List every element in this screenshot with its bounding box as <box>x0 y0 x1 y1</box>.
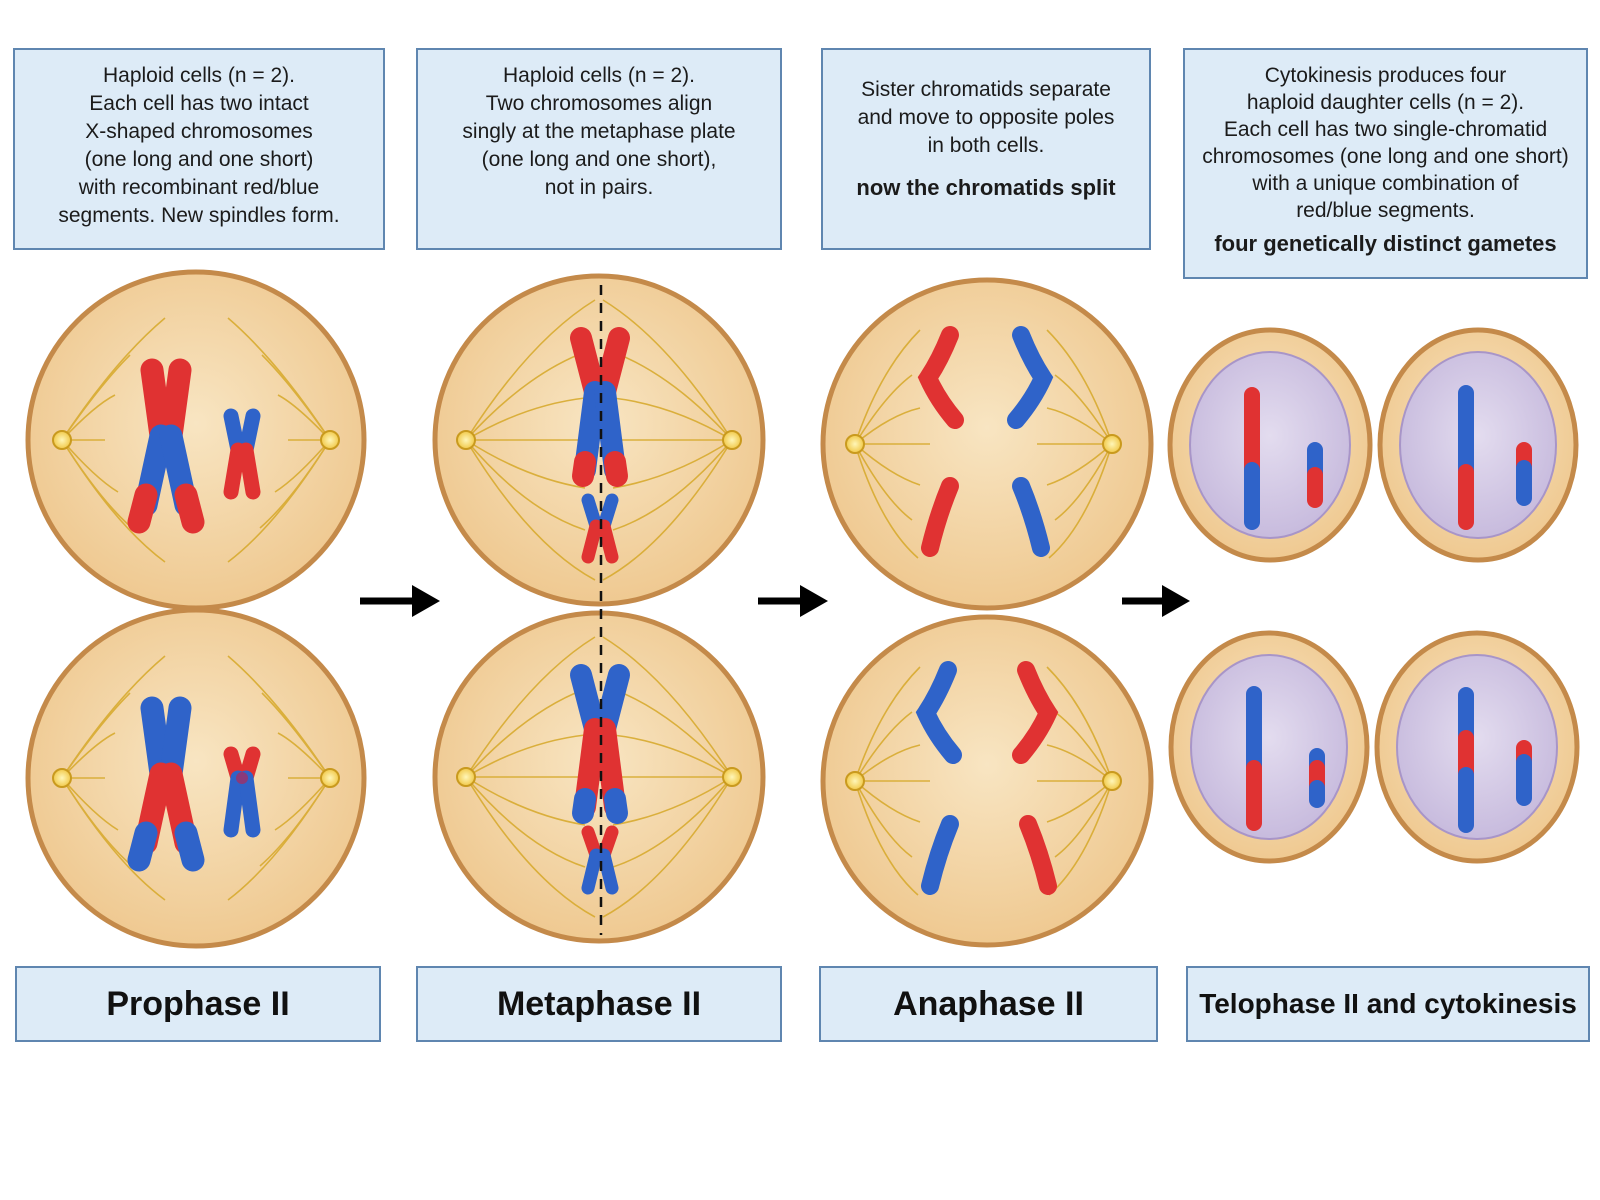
arrow-right-icon <box>1122 585 1190 617</box>
spindle-fibers <box>465 636 733 918</box>
prophase-desc-line: Each cell has two intact <box>89 92 309 115</box>
centrosome-icon <box>1102 771 1122 791</box>
daughter-cell-2 <box>1377 327 1579 563</box>
centrosome-icon <box>1102 434 1122 454</box>
short-chromosome <box>223 408 261 500</box>
arrow-right-icon <box>758 585 828 617</box>
daughter-cell-3 <box>1168 630 1370 864</box>
metaphase-desc-line: not in pairs. <box>544 176 654 199</box>
spindle-fibers <box>465 299 733 581</box>
nucleus <box>1190 654 1348 840</box>
arrow-right-icon <box>360 585 440 617</box>
chromosomes <box>1246 686 1325 831</box>
chromosomes <box>1458 687 1532 833</box>
metaphase-desc-line: singly at the metaphase plate <box>462 120 736 143</box>
anaphase-description-box: Sister chromatids separate and move to o… <box>821 48 1151 250</box>
centrosome-icon <box>845 771 865 791</box>
telophase-desc-line: Cytokinesis produces four <box>1264 64 1507 87</box>
prophase-cell-top <box>25 269 367 611</box>
centrosome-icon <box>845 434 865 454</box>
stage-label-text: Telophase II and cytokinesis <box>1199 988 1577 1019</box>
nucleus <box>1189 351 1351 539</box>
stage-label-text: Anaphase II <box>893 984 1084 1023</box>
metaphase-desc-line: Two chromosomes align <box>485 92 713 115</box>
centrosome-icon <box>320 430 340 450</box>
metaphase-desc-line: (one long and one short), <box>481 148 717 171</box>
stage-label-prophase: Prophase II <box>15 966 381 1042</box>
daughter-cell-1 <box>1167 327 1373 563</box>
chromosomes <box>1244 387 1323 530</box>
centrosome-icon <box>722 430 742 450</box>
telophase-desc-line: with a unique combination of <box>1252 172 1519 195</box>
anaphase-cell-top <box>820 277 1154 611</box>
stage-label-text: Metaphase II <box>496 984 702 1023</box>
prophase-desc-line: (one long and one short) <box>84 148 314 171</box>
prophase-description-box: Haploid cells (n = 2). Each cell has two… <box>13 48 385 250</box>
prophase-desc-line: with recombinant red/blue <box>78 176 320 199</box>
centrosome-icon <box>52 768 72 788</box>
short-chromosome <box>223 746 261 838</box>
long-chromosome <box>127 696 205 872</box>
long-chromosome <box>570 327 630 487</box>
stage-label-telophase: Telophase II and cytokinesis <box>1186 966 1590 1042</box>
telophase-desc-line: chromosomes (one long and one short) <box>1202 145 1569 168</box>
chromatids <box>917 326 1054 557</box>
telophase-desc-line: haploid daughter cells (n = 2). <box>1246 91 1525 114</box>
metaphase-cell-bottom <box>432 610 766 944</box>
stage-label-anaphase: Anaphase II <box>819 966 1158 1042</box>
telophase-description-box: Cytokinesis produces four haploid daught… <box>1183 48 1588 279</box>
stage-label-metaphase: Metaphase II <box>416 966 782 1042</box>
anaphase-desc-line: in both cells. <box>927 134 1045 157</box>
telophase-highlight: four genetically distinct gametes <box>1214 231 1557 256</box>
spindle-fibers <box>61 317 331 563</box>
anaphase-cell-bottom <box>820 614 1154 948</box>
nucleus <box>1396 654 1558 840</box>
metaphase-cell-top <box>432 273 766 607</box>
stage-label-text: Prophase II <box>106 984 290 1023</box>
nucleus <box>1399 351 1557 539</box>
anaphase-highlight: now the chromatids split <box>856 175 1116 200</box>
metaphase-description-box: Haploid cells (n = 2). Two chromosomes a… <box>416 48 782 250</box>
daughter-cell-4 <box>1374 630 1580 864</box>
centrosome-icon <box>722 767 742 787</box>
prophase-desc-line: X-shaped chromosomes <box>85 120 313 143</box>
centrosome-icon <box>456 430 476 450</box>
anaphase-desc-line: and move to opposite poles <box>857 106 1115 129</box>
centrosome-icon <box>456 767 476 787</box>
prophase-desc-line: Haploid cells (n = 2). <box>102 64 295 87</box>
anaphase-desc-line: Sister chromatids separate <box>861 78 1111 101</box>
metaphase-desc-line: Haploid cells (n = 2). <box>502 64 695 87</box>
telophase-desc-line: Each cell has two single-chromatid <box>1223 118 1548 141</box>
centrosome-icon <box>52 430 72 450</box>
prophase-desc-line: segments. New spindles form. <box>58 204 340 227</box>
centrosome-icon <box>320 768 340 788</box>
short-chromosome <box>581 493 619 564</box>
chromatids <box>915 661 1059 895</box>
long-chromosome <box>570 664 630 824</box>
short-chromosome <box>581 825 619 895</box>
telophase-desc-line: red/blue segments. <box>1296 199 1475 222</box>
long-chromosome <box>127 358 205 534</box>
prophase-cell-bottom <box>25 607 367 949</box>
chromosomes <box>1458 385 1532 530</box>
